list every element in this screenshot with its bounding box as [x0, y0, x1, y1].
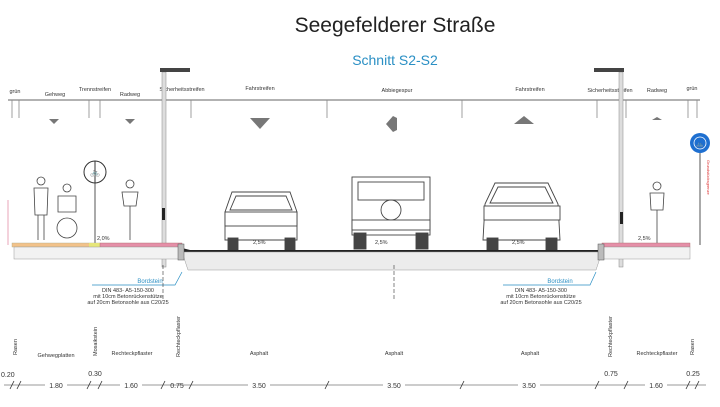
street-lamp-right	[594, 68, 624, 268]
vehicles	[224, 176, 561, 251]
surface-label-rechteckpflaster-right: Rechteckpflaster	[608, 316, 614, 357]
arrow-left-icon	[386, 116, 397, 132]
arrow-down-icon	[125, 119, 135, 124]
svg-text:mit 10cm Betonrückenstütze: mit 10cm Betonrückenstütze	[93, 294, 162, 300]
top-label-gruen-right: grün	[686, 86, 697, 92]
bike-path-right	[601, 242, 691, 248]
street-lamp-left	[160, 68, 190, 268]
curb-right	[597, 243, 605, 261]
direction-arrows	[49, 116, 662, 132]
bottom-dimension-ticks	[9, 380, 700, 390]
dimension-3-50-1: 3.50	[252, 383, 266, 390]
bicycle-icon: 🚲	[90, 168, 100, 177]
surface-label-asphalt-1: Asphalt	[250, 351, 269, 357]
bike-path-left	[99, 242, 183, 248]
dimension-1-60-left: 1.60	[124, 383, 138, 390]
top-label-radweg-right: Radweg	[647, 88, 667, 94]
top-label-trennstreifen: Trennstreifen	[79, 87, 111, 93]
surface-label-rasen-left: Rasen	[13, 339, 19, 355]
top-label-gehweg: Gehweg	[45, 92, 66, 98]
bike-path-sign-right: 🚲 Grundstücksgrenze	[690, 133, 711, 245]
slope-label: 2,5%	[253, 240, 266, 246]
bike-path-base-right	[601, 246, 691, 260]
bicycle-icon: 🚲	[696, 142, 704, 148]
pedestrians	[33, 176, 665, 244]
top-label-sicherheitsstreifen-right: Sicherheitsstreifen	[587, 88, 632, 94]
top-label-fahrstreifen-left: Fahrstreifen	[245, 86, 274, 92]
svg-text:Bordstein: Bordstein	[137, 279, 162, 285]
curb-callout-right: Bordstein DIN 483- A5-150-300 mit 10cm B…	[500, 271, 597, 306]
curb-callout-left: Bordstein DIN 483- A5-150-300 mit 10cm B…	[87, 271, 183, 306]
top-label-abbiegespur: Abbiegespur	[382, 88, 413, 94]
slope-label: 2,5%	[375, 240, 388, 246]
car-right-audi	[482, 182, 561, 251]
asphalt-surface	[182, 248, 602, 252]
surface-label-rechteckpflaster-left-2: Rechteckpflaster	[176, 316, 182, 357]
surface-label-rechteckpflaster-left: Rechteckpflaster	[112, 351, 153, 357]
slope-label: 2,5%	[512, 240, 525, 246]
dimension-3-50-2: 3.50	[387, 383, 401, 390]
bike-walk-sign-left: 🚲	[83, 160, 107, 245]
surface-label-asphalt-2: Asphalt	[385, 351, 404, 357]
dimension-0-75-right: 0.75	[604, 371, 618, 378]
svg-text:auf 20cm Betonsohle aus C20/25: auf 20cm Betonsohle aus C20/25	[500, 300, 581, 306]
surface-label-gehwegplatten: Gehwegplatten	[38, 353, 75, 359]
svg-text:DIN 483- A5-150-300: DIN 483- A5-150-300	[102, 288, 154, 294]
surface-label-rechteckpflaster-right-2: Rechteckpflaster	[637, 351, 678, 357]
top-label-sicherheitsstreifen-left: Sicherheitsstreifen	[159, 87, 204, 93]
dimension-0-75-left: 0.75	[170, 383, 184, 390]
pedestrian-woman	[36, 176, 46, 186]
surface-label-mosaikstein: Mosaikstein	[93, 327, 99, 356]
top-label-fahrstreifen-right: Fahrstreifen	[515, 87, 544, 93]
dimension-0-25: 0.25	[686, 371, 700, 378]
dimension-3-50-3: 3.50	[522, 383, 536, 390]
dimension-0-30: 0.30	[88, 371, 102, 378]
arrow-up-icon	[652, 117, 662, 120]
top-dimension-ticks	[11, 100, 698, 118]
cyclist-left	[125, 179, 135, 189]
arrow-down-icon	[49, 119, 59, 124]
surface-label-rasen-right: Rasen	[690, 339, 696, 355]
svg-text:mit 10cm Betonrückenstütze: mit 10cm Betonrückenstütze	[506, 294, 575, 300]
suv-center	[351, 176, 431, 250]
property-line-label: Grundstücksgrenze	[706, 160, 711, 195]
slope-label: 2,5%	[638, 236, 651, 242]
dimension-1-80: 1.80	[49, 383, 63, 390]
svg-text:auf 20cm Betonsohle aus C20/25: auf 20cm Betonsohle aus C20/25	[87, 300, 168, 306]
top-label-radweg-left: Radweg	[120, 92, 140, 98]
slope-label: 2,0%	[97, 236, 110, 242]
wheelchair-user	[62, 183, 72, 193]
cyclist-right	[652, 181, 662, 191]
arrow-up-icon	[514, 116, 534, 124]
dimension-0-20: 0.20	[1, 372, 15, 379]
svg-text:DIN 483- A5-150-300: DIN 483- A5-150-300	[515, 288, 567, 294]
road-base	[181, 251, 603, 271]
page-title: Seegefelderer Straße	[294, 14, 496, 37]
arrow-down-icon	[250, 118, 270, 129]
car-left-bmw	[224, 191, 298, 251]
sidewalk-base	[13, 246, 183, 260]
sidewalk-surface	[11, 242, 101, 248]
dimension-1-60-right: 1.60	[649, 383, 663, 390]
mosaic-strip	[89, 243, 100, 247]
curb-left	[177, 243, 185, 261]
svg-text:Bordstein: Bordstein	[547, 279, 572, 285]
surface-label-asphalt-3: Asphalt	[521, 351, 540, 357]
top-label-gruen-left: grün	[9, 89, 20, 95]
section-subtitle: Schnitt S2-S2	[352, 52, 438, 68]
